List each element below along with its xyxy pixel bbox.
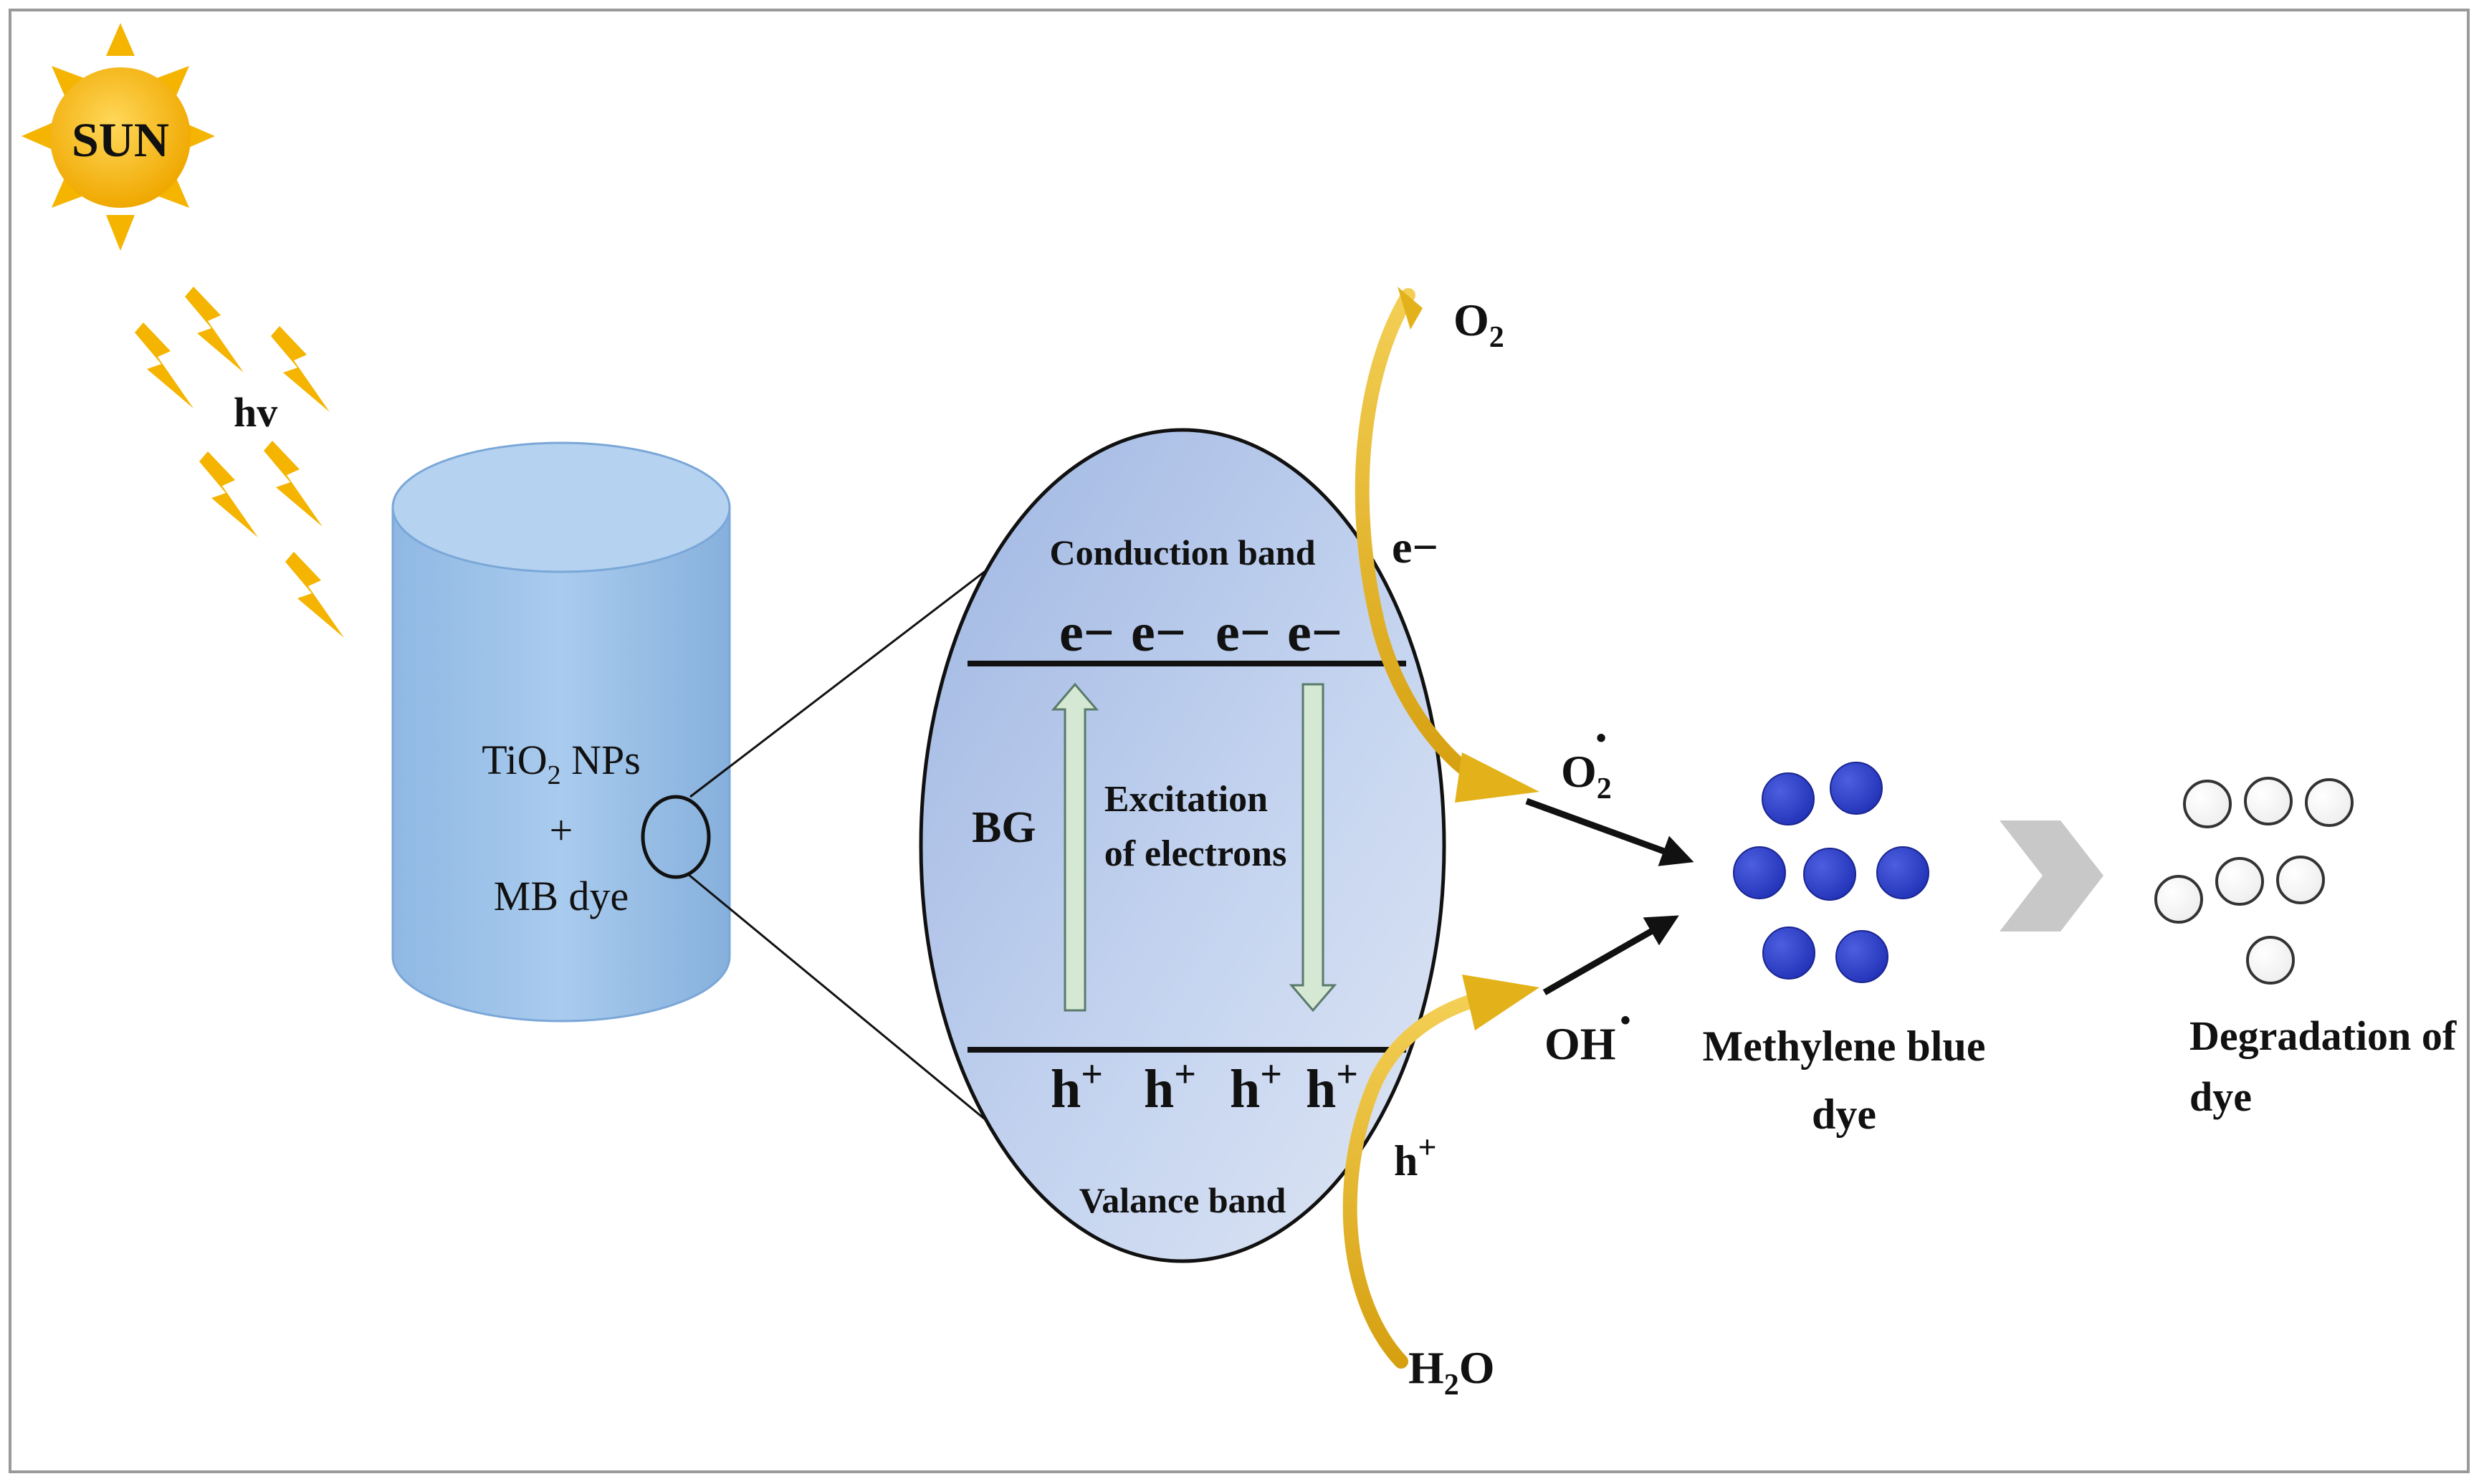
lightning-bolt-icon (264, 441, 323, 527)
electron-label: e− (1059, 603, 1114, 663)
o2-curve-tail (1398, 287, 1423, 330)
hole-transfer-curve-arrow (1342, 992, 1484, 1369)
zoom-circle (641, 795, 711, 879)
reactor-cylinder (391, 441, 731, 1023)
lightning-bolt-icon (285, 552, 344, 638)
valance-band-label: Valance band (1079, 1180, 1286, 1220)
electron-transfer-curve-arrow (1355, 288, 1484, 785)
degraded-particle (2244, 777, 2293, 825)
band-gap-label: BG (972, 803, 1036, 852)
excitation-label-line2: of electrons (1104, 833, 1287, 874)
dye-particle (1835, 930, 1888, 983)
electron-label: e− (1287, 603, 1342, 663)
relaxation-down-arrow (1289, 683, 1337, 1013)
zoom-line-bottom (687, 873, 1026, 1154)
dye-label-line1: Methylene blue (1703, 1023, 1986, 1070)
dye-particle (1733, 846, 1786, 899)
dye-particle (1762, 772, 1815, 825)
reactor-label-line1: TiO2 NPs (482, 737, 641, 790)
superoxide-label: O2• (1561, 722, 1612, 805)
excitation-label-line1: Excitation (1104, 779, 1268, 820)
sun-label: SUN (72, 113, 169, 167)
degradation-label-line1: Degradation of (2189, 1013, 2457, 1059)
dye-label-line2: dye (1812, 1091, 1876, 1138)
oxygen-label: O2 (1453, 295, 1504, 354)
dye-molecules (1733, 762, 1929, 983)
hole-label: h+ (1144, 1053, 1196, 1119)
light-rays (135, 287, 344, 638)
dye-particle (1876, 846, 1929, 899)
dye-particle (1803, 848, 1856, 901)
excitation-up-arrow (1051, 682, 1099, 1012)
hv-label: hv (234, 389, 277, 436)
lightning-bolt-icon (135, 322, 194, 408)
lightning-bolt-icon (185, 287, 244, 373)
hydroxyl-label: OH• (1544, 1005, 1630, 1069)
degraded-particle (2305, 778, 2354, 827)
reactor-label-line2: + (550, 807, 573, 853)
reactor-label-line3: MB dye (494, 873, 629, 919)
water-label: H2O (1408, 1342, 1495, 1402)
hole-label: h+ (1306, 1053, 1358, 1119)
hole-label: h+ (1051, 1053, 1103, 1119)
electron-label: e− (1131, 603, 1186, 663)
hole-out-label: h+ (1394, 1129, 1437, 1184)
degradation-label-line2: dye (2189, 1073, 2252, 1120)
hydroxyl-attack-arrow (1542, 915, 1679, 995)
electron-transfer-arrowhead (1455, 752, 1539, 803)
superoxide-attack-arrow (1525, 798, 1694, 866)
hole-label: h+ (1230, 1053, 1282, 1119)
electron-out-label: e− (1392, 522, 1438, 573)
electron-label: e− (1215, 603, 1271, 663)
dye-particle (1830, 762, 1883, 815)
hole-transfer-arrowhead (1462, 975, 1539, 1030)
degraded-particle (2215, 857, 2264, 906)
conduction-band-label: Conduction band (1050, 532, 1316, 573)
degraded-particle (2246, 936, 2295, 985)
degraded-particle (2276, 856, 2325, 904)
sun-icon (22, 23, 215, 251)
lightning-bolt-icon (199, 451, 258, 537)
dye-particle (1762, 927, 1815, 980)
process-chevron-icon (2000, 820, 2103, 932)
lightning-bolt-icon (271, 326, 330, 412)
degraded-particle (2154, 875, 2203, 924)
degraded-particle (2183, 780, 2232, 828)
band-ellipse (919, 428, 1446, 1263)
degraded-molecules (2154, 777, 2354, 985)
